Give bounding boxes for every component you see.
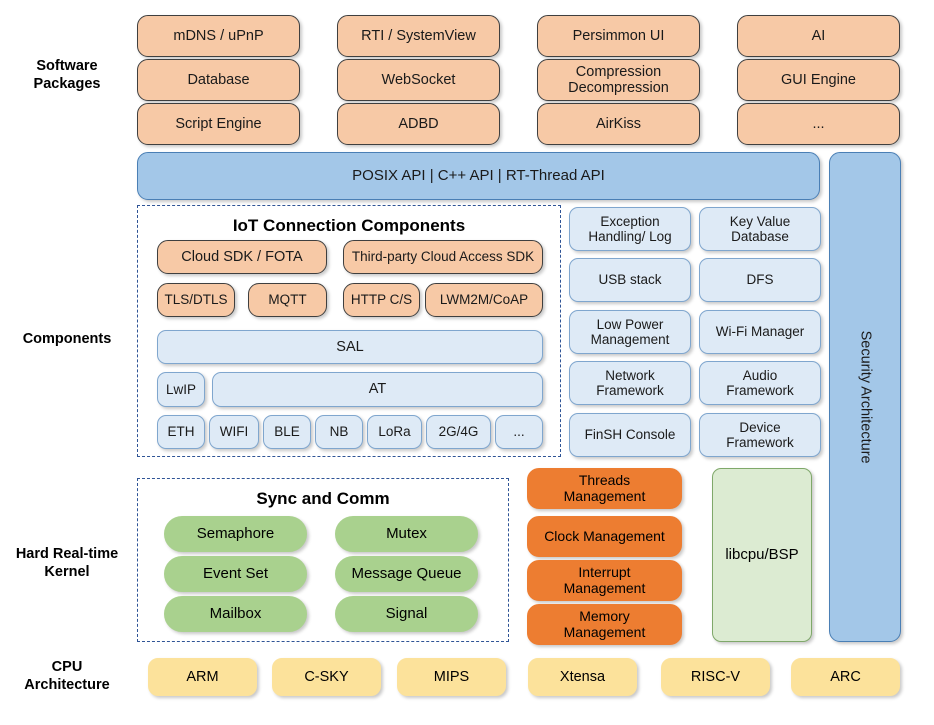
iot-at-block[interactable]: AT <box>212 372 543 407</box>
iot-thirdparty-sdk-block[interactable]: Third-party Cloud Access SDK <box>343 240 543 274</box>
package-block[interactable]: AirKiss <box>537 103 700 145</box>
libcpu-bsp-block[interactable]: libcpu/BSP <box>712 468 812 642</box>
component-block[interactable]: DFS <box>699 258 821 302</box>
cpu-architecture-block[interactable]: Xtensa <box>528 658 637 696</box>
package-block[interactable]: GUI Engine <box>737 59 900 101</box>
rail-label-cpu-architecture: CPU Architecture <box>24 659 110 693</box>
iot-link-block[interactable]: NB <box>315 415 363 449</box>
component-block[interactable]: Exception Handling/ Log <box>569 207 691 251</box>
package-block[interactable]: RTI / SystemView <box>337 15 500 57</box>
security-architecture-bar[interactable]: Security Architecture <box>829 152 901 642</box>
component-block[interactable]: Key Value Database <box>699 207 821 251</box>
iot-protocol-block[interactable]: LWM2M/CoAP <box>425 283 543 317</box>
iot-protocol-block[interactable]: TLS/DTLS <box>157 283 235 317</box>
rail-label-software-packages: Software Packages <box>33 58 101 92</box>
component-block[interactable]: Audio Framework <box>699 361 821 405</box>
sync-comm-block[interactable]: Signal <box>335 596 478 632</box>
iot-cloud-sdk-block[interactable]: Cloud SDK / FOTA <box>157 240 327 274</box>
sync-comm-block[interactable]: Event Set <box>164 556 307 592</box>
kernel-management-block[interactable]: Interrupt Management <box>527 560 682 601</box>
component-block[interactable]: FinSH Console <box>569 413 691 457</box>
rail-label-kernel: Hard Real-time Kernel <box>15 546 119 580</box>
component-block[interactable]: Network Framework <box>569 361 691 405</box>
iot-link-block[interactable]: ETH <box>157 415 205 449</box>
iot-link-block[interactable]: LoRa <box>367 415 422 449</box>
package-block[interactable]: ... <box>737 103 900 145</box>
iot-link-block[interactable]: ... <box>495 415 543 449</box>
api-bar[interactable]: POSIX API | C++ API | RT-Thread API <box>137 152 820 200</box>
sync-comm-block[interactable]: Mutex <box>335 516 478 552</box>
component-block[interactable]: USB stack <box>569 258 691 302</box>
kernel-management-block[interactable]: Memory Management <box>527 604 682 645</box>
security-architecture-label: Security Architecture <box>857 330 874 464</box>
package-block[interactable]: WebSocket <box>337 59 500 101</box>
package-block[interactable]: ADBD <box>337 103 500 145</box>
sync-comm-block[interactable]: Mailbox <box>164 596 307 632</box>
component-block[interactable]: Low Power Management <box>569 310 691 354</box>
rail-label-components: Components <box>22 331 112 348</box>
cpu-architecture-block[interactable]: C-SKY <box>272 658 381 696</box>
cpu-architecture-block[interactable]: ARM <box>148 658 257 696</box>
sync-comm-block[interactable]: Message Queue <box>335 556 478 592</box>
package-block[interactable]: Database <box>137 59 300 101</box>
iot-protocol-block[interactable]: MQTT <box>248 283 327 317</box>
cpu-architecture-block[interactable]: ARC <box>791 658 900 696</box>
package-block[interactable]: Compression Decompression <box>537 59 700 101</box>
iot-connection-group-title: IoT Connection Components <box>232 216 466 235</box>
sync-comm-group-title: Sync and Comm <box>256 489 390 508</box>
iot-link-block[interactable]: WIFI <box>209 415 259 449</box>
iot-link-block[interactable]: BLE <box>263 415 311 449</box>
package-block[interactable]: mDNS / uPnP <box>137 15 300 57</box>
package-block[interactable]: Persimmon UI <box>537 15 700 57</box>
iot-lwip-block[interactable]: LwIP <box>157 372 205 407</box>
iot-protocol-block[interactable]: HTTP C/S <box>343 283 420 317</box>
cpu-architecture-block[interactable]: MIPS <box>397 658 506 696</box>
iot-link-block[interactable]: 2G/4G <box>426 415 491 449</box>
kernel-management-block[interactable]: Clock Management <box>527 516 682 557</box>
sync-comm-block[interactable]: Semaphore <box>164 516 307 552</box>
cpu-architecture-block[interactable]: RISC-V <box>661 658 770 696</box>
package-block[interactable]: AI <box>737 15 900 57</box>
component-block[interactable]: Device Framework <box>699 413 821 457</box>
iot-sal-block[interactable]: SAL <box>157 330 543 364</box>
kernel-management-block[interactable]: Threads Management <box>527 468 682 509</box>
component-block[interactable]: Wi-Fi Manager <box>699 310 821 354</box>
package-block[interactable]: Script Engine <box>137 103 300 145</box>
